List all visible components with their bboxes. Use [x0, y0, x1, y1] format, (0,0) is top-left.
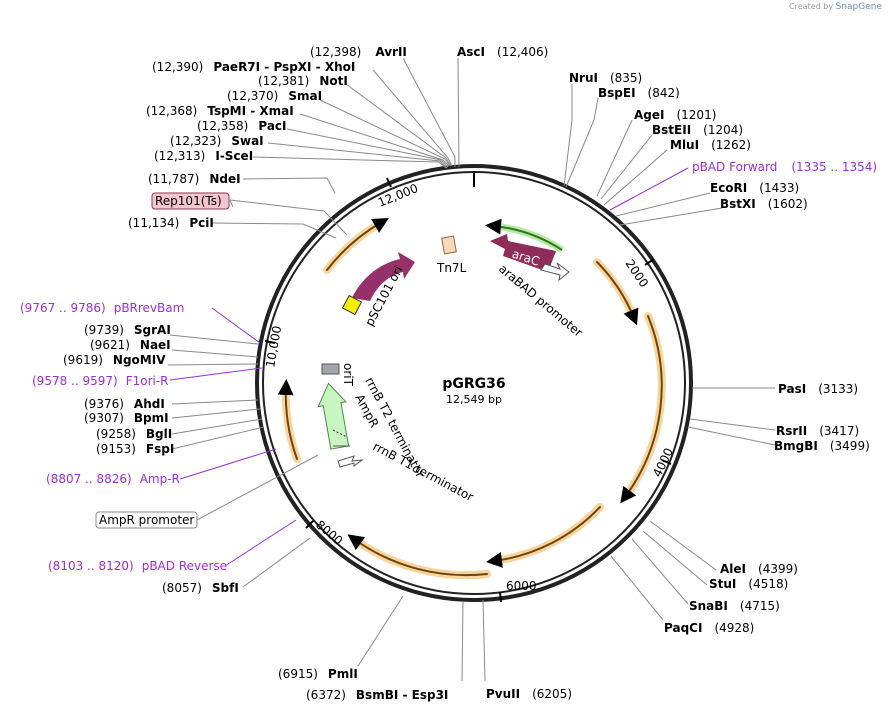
primer-pbad-reverse: (8103 .. 8120)pBAD Reverse [48, 559, 227, 573]
svg-text:(9376)AhdI: (9376)AhdI [84, 397, 165, 411]
tick-6000: 6000 [499, 579, 537, 603]
svg-text:(6372)BsmBI - Esp3I: (6372)BsmBI - Esp3I [306, 688, 448, 702]
svg-text:6000: 6000 [506, 579, 537, 593]
svg-text:(12,370)SmaI: (12,370)SmaI [227, 89, 322, 103]
svg-text:(12,313)I-SceI: (12,313)I-SceI [154, 149, 253, 163]
arac-green-arc-line [485, 218, 563, 251]
svg-text:BmgBI(3499): BmgBI(3499) [774, 439, 870, 453]
rrnb-t1-label: rrnB T1 terminator [371, 439, 476, 504]
svg-text:SnaBI(4715): SnaBI(4715) [689, 599, 780, 613]
svg-text:Rep101(Ts): Rep101(Ts) [155, 194, 222, 208]
svg-text:AleI(4399): AleI(4399) [720, 562, 798, 576]
tick-12000: 12,000 [376, 177, 420, 210]
site-pos: (12,398) [310, 45, 361, 59]
svg-text:(12,381)NotI: (12,381)NotI [258, 74, 348, 88]
svg-text:AscI(12,406): AscI(12,406) [457, 45, 548, 59]
arabad-label: araBAD promoter [496, 262, 585, 340]
primer-pbad-forward: pBAD Forward(1335 .. 1354) [692, 160, 877, 174]
primer-amp-r: (8807 .. 8826)Amp-R [46, 472, 180, 486]
arac-arrow [490, 234, 556, 272]
svg-text:PvuII(6205): PvuII(6205) [486, 687, 572, 701]
svg-text:(12,368)TspMI - XmaI: (12,368)TspMI - XmaI [146, 104, 294, 118]
arabad-arrow [540, 262, 570, 282]
svg-text:RsrII(3417): RsrII(3417) [776, 424, 859, 438]
credit-prefix: Created by [789, 2, 834, 11]
orit-box [321, 363, 340, 375]
svg-text:(12,358)PacI: (12,358)PacI [197, 119, 287, 133]
svg-text:PasI(3133): PasI(3133) [778, 382, 858, 396]
svg-text:(9153)FspI: (9153)FspI [96, 442, 174, 456]
svg-text:StuI(4518): StuI(4518) [709, 577, 788, 591]
svg-text:BstXI(1602): BstXI(1602) [720, 197, 808, 211]
tick-2000: 2000 [623, 257, 655, 290]
ampr-promoter-box: AmpR promoter [95, 511, 198, 529]
svg-text:(12,398)AvrII: (12,398) AvrII [310, 45, 407, 59]
svg-text:(9739)SgrAI: (9739)SgrAI [84, 323, 171, 337]
site-name: AvrII [375, 45, 407, 59]
tn7l-label: Tn7L [436, 261, 467, 275]
svg-text:(12,323)SwaI: (12,323)SwaI [170, 134, 264, 148]
svg-text:(12,390)PaeR7I - PspXI - XhoI: (12,390)PaeR7I - PspXI - XhoI [152, 60, 355, 74]
tn7l-box [441, 235, 457, 255]
snapgene-logo: SnapGene [835, 2, 882, 12]
svg-text:BstEII(1204): BstEII(1204) [652, 123, 743, 137]
ampr-arrow [317, 382, 350, 450]
leader-lines [167, 58, 776, 682]
svg-text:MluI(1262): MluI(1262) [670, 138, 751, 152]
svg-text:(11,787)NdeI: (11,787)NdeI [148, 172, 241, 186]
orit-label: oriT [341, 363, 355, 387]
svg-text:(9307)BpmI: (9307)BpmI [84, 411, 169, 425]
sites-left: (12,398) AvrII (12,390)PaeR7I - PspXI - X… [63, 45, 448, 702]
rep101-box: Rep101(Ts) [151, 192, 230, 210]
primer-lines [169, 167, 689, 567]
backbone-ring [255, 164, 693, 602]
svg-text:PaqCI(4928): PaqCI(4928) [664, 621, 754, 635]
svg-text:AmpR promoter: AmpR promoter [99, 513, 194, 527]
plasmid-name: pGRG36 [442, 376, 505, 392]
svg-text:EcoRI(1433): EcoRI(1433) [710, 181, 799, 195]
psc101-arrow [352, 252, 415, 301]
orf-arcs [277, 218, 666, 580]
primer-f1ori-r: (9578 .. 9597)F1ori-R [32, 374, 169, 388]
psc101-yellow-box [341, 294, 363, 316]
svg-text:AgeI(1201): AgeI(1201) [634, 108, 716, 122]
tick-10000: 10,000 [263, 325, 284, 369]
svg-text:(9621)NaeI: (9621)NaeI [90, 338, 171, 352]
primer-labels: pBAD Forward(1335 .. 1354) (9767 .. 9786… [20, 160, 877, 573]
svg-text:BspEI(842): BspEI(842) [598, 86, 680, 100]
svg-text:(11,134)PciI: (11,134)PciI [128, 216, 214, 230]
ampr-dotline [332, 429, 348, 438]
svg-text:(9619)NgoMIV: (9619)NgoMIV [63, 353, 166, 367]
primer-pbrrevbam: (9767 .. 9786)pBRrevBam [20, 301, 184, 315]
svg-text:(8057)SbfI: (8057)SbfI [162, 581, 239, 595]
svg-text:(6915)PmlI: (6915)PmlI [278, 667, 358, 681]
svg-text:10,000: 10,000 [263, 325, 284, 369]
credit-label: Created by SnapGene [789, 2, 882, 12]
svg-text:(9258)BglI: (9258)BglI [96, 427, 172, 441]
svg-text:NruI(835): NruI(835) [569, 71, 642, 85]
rrnb-t1-mark [337, 455, 364, 468]
sites-right: AscI(12,406) NruI(835) BspEI(842) AgeI(1… [457, 45, 870, 701]
plasmid-size: 12,549 bp [446, 393, 502, 406]
